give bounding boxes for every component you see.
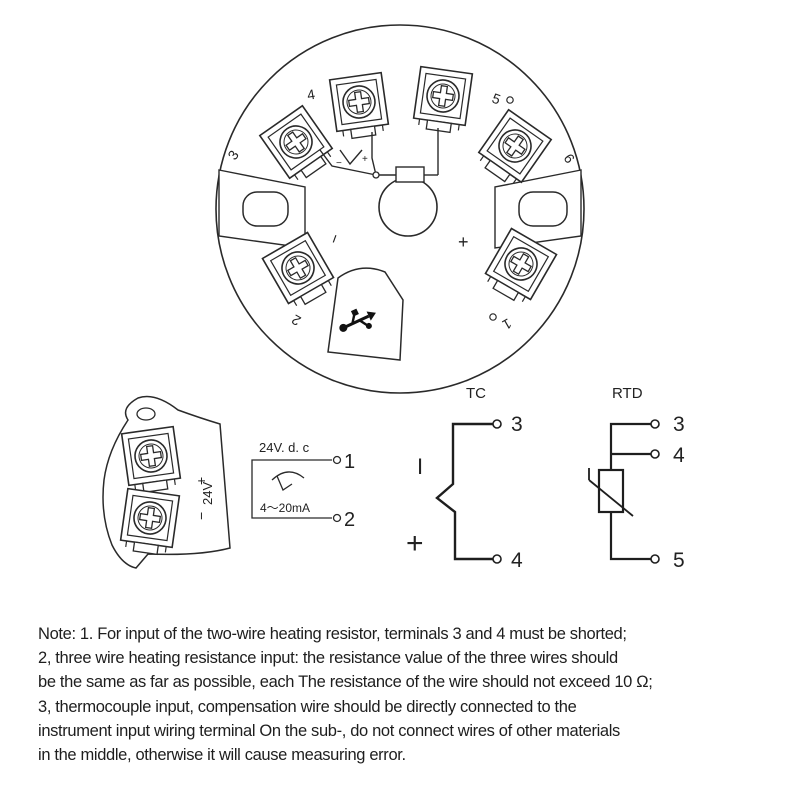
rtd-variable-slash [588,479,634,517]
note-line-1: Note: 1. For input of the two-wire heati… [38,625,627,643]
label-terminal-4: 4 [306,86,317,103]
wiring-note: Note: 1. For input of the two-wire heati… [38,622,778,767]
usb-port-housing [327,267,404,361]
label-inline-plus: + [362,154,368,165]
usb-icon [339,308,376,332]
rtd-terminal-3: 3 [673,413,685,436]
label-loop-terminal-2: 2 [344,509,355,531]
center-hole [378,177,438,237]
internal-wiring [319,128,439,183]
note-line-5: instrument input wiring terminal On the … [38,721,620,740]
loop-supply: 24V. d. c 4～20mA 1 2 [251,440,355,531]
label-power-plus: + [193,477,209,485]
right-mount-hole [518,191,568,227]
transmitter-head: 4 5 3 6 2 1 + − − + [215,24,585,394]
tc-minus-sign: I [417,454,423,479]
loop-terminal-1-dot [332,455,342,465]
label-inline-minus: − [336,158,342,169]
rtd-terminal-5: 5 [673,549,685,572]
label-current-range: 4～20mA [260,501,310,515]
note-line-2: 2, three wire heating resistance input: … [38,649,618,668]
label-head-plus: + [458,232,469,252]
loop-terminal-2-dot [332,513,342,523]
note-line-4: 3, thermocouple input, compensation wire… [38,697,577,716]
label-power-voltage: 24V [200,482,215,505]
current-arrow-head [276,475,293,491]
note-line-6: in the middle, otherwise it will cause m… [38,746,406,765]
rtd-terminal-4-dot [650,449,660,459]
rtd-terminal-4: 4 [673,444,685,467]
loop-wire [251,459,332,519]
tc-wire [435,422,493,561]
rtd-title: RTD [612,385,643,402]
left-mount-hole [242,191,289,227]
terminal-1-dot [489,313,497,321]
tc-diagram: TC 3 4 I + [406,385,523,572]
label-loop-terminal-1: 1 [344,451,355,473]
tc-title: TC [466,385,486,402]
tc-terminal-4-dot [492,554,502,564]
tc-terminal-4: 4 [511,549,523,572]
rtd-terminal-5-dot [650,554,660,564]
label-supply-voltage: 24V. d. c [259,440,310,455]
current-arrow-arc [271,471,305,481]
tc-terminal-3: 3 [511,413,523,436]
tc-plus-sign: + [406,527,424,560]
rtd-terminal-3-dot [650,419,660,429]
internal-junction [372,171,380,179]
label-power-minus: − [193,512,209,520]
tc-terminal-3-dot [492,419,502,429]
terminal-5-dot [506,96,514,104]
rtd-diagram: RTD 3 4 5 [588,385,685,572]
power-terminal-segment: + 24V − [102,395,231,569]
note-line-3: be the same as far as possible, each The… [38,673,653,692]
segment-mount-hole [136,407,156,421]
